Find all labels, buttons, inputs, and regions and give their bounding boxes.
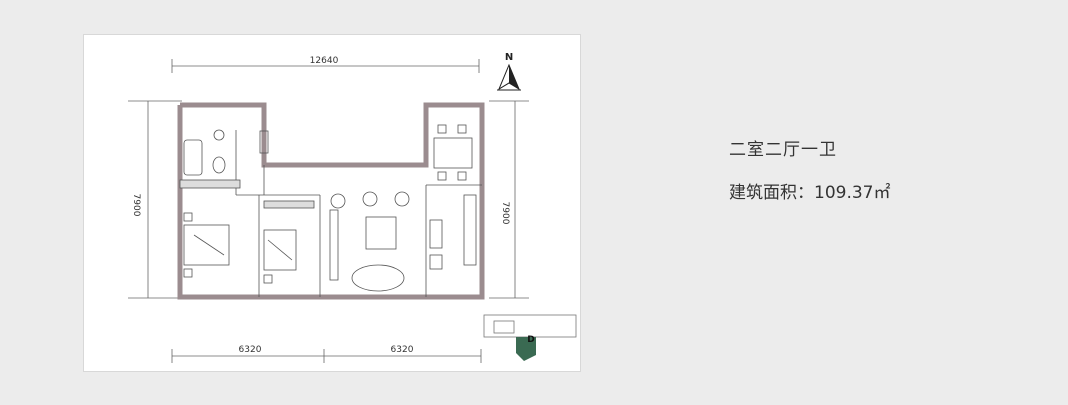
area-label: 建筑面积： [729, 183, 814, 203]
bathroom-fixtures-icon [179, 129, 269, 189]
compass-label: N [505, 52, 513, 63]
bottom-dimension [171, 349, 482, 363]
inner-walls [180, 130, 482, 297]
left-height-label: 7900 [131, 194, 141, 217]
unit-info: 二室二厅一卫 建筑面积：109.37㎡ [729, 135, 890, 203]
building-area: 建筑面积：109.37㎡ [729, 178, 890, 203]
dining-table-icon [433, 124, 473, 181]
bottom-left-label: 6320 [239, 345, 262, 355]
living-room-furniture-icon [329, 191, 410, 292]
left-dimension [128, 100, 182, 299]
kitchen-counter-icon [429, 194, 477, 270]
bedroom-1-furniture-icon [183, 212, 230, 278]
layout-type: 二室二厅一卫 [729, 140, 837, 160]
unit-marker-label: D [527, 335, 534, 345]
bottom-right-label: 6320 [391, 345, 414, 355]
right-height-label: 7900 [500, 202, 510, 225]
area-value: 109.37㎡ [814, 183, 891, 203]
floor-plan-card: 12640 N 7900 7900 6320 63 [83, 34, 581, 372]
right-dimension [489, 100, 529, 299]
outer-walls [177, 102, 485, 300]
floor-plan-drawing: 12640 N 7900 7900 6320 63 [128, 52, 577, 363]
north-compass-icon [497, 63, 521, 91]
bedroom-2-furniture-icon [263, 200, 315, 284]
top-width-label: 12640 [310, 56, 339, 66]
building-locator-icon [483, 314, 577, 361]
top-dimension [171, 59, 480, 73]
